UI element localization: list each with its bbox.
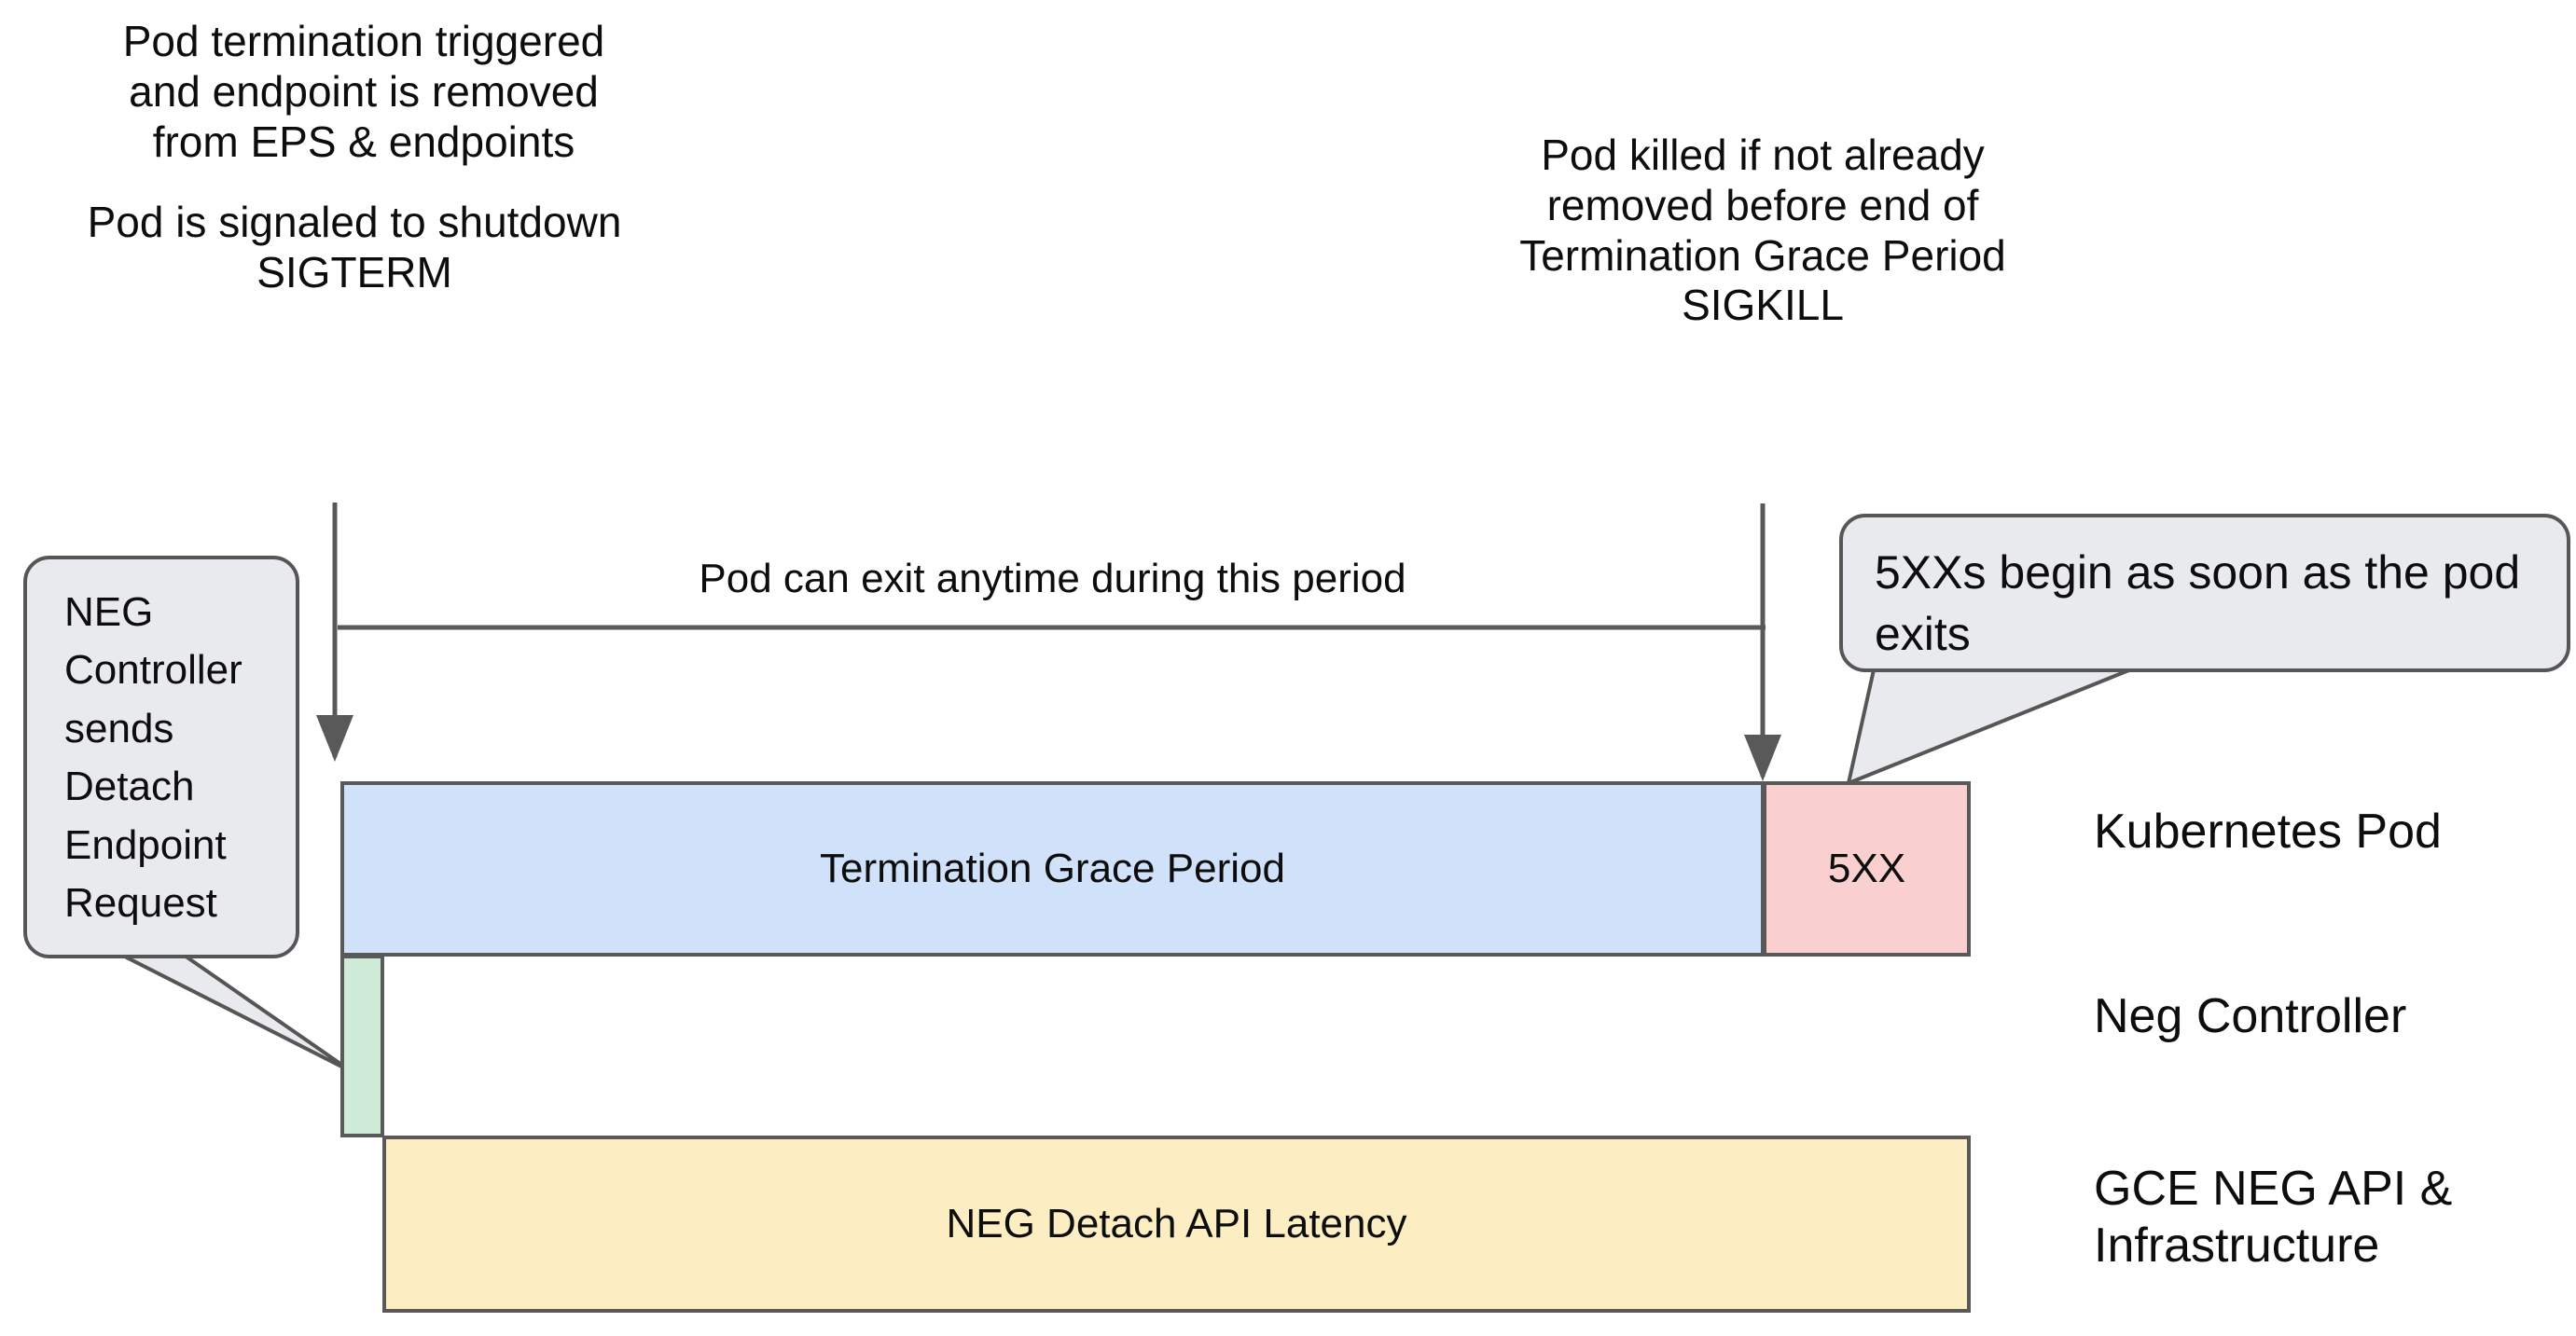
callout-neg-controller-sends-detach: NEG Controller sends Detach Endpoint Req… bbox=[23, 556, 299, 958]
annotation-pod-killed-sigkill: Pod killed if not already removed before… bbox=[1519, 131, 2006, 330]
bar-five-xx: 5XX bbox=[1763, 781, 1971, 957]
bar-neg-detach-api-latency: NEG Detach API Latency bbox=[382, 1136, 1971, 1313]
row-label-kubernetes-pod: Kubernetes Pod bbox=[2094, 805, 2442, 859]
callout-five-xx-begin: 5XXs begin as soon as the pod exits bbox=[1839, 514, 2570, 672]
annotation-pod-termination-triggered: Pod termination triggered and endpoint i… bbox=[122, 17, 605, 166]
callout-tail-five-xx bbox=[1847, 664, 2138, 785]
period-label-pod-can-exit: Pod can exit anytime during this period bbox=[699, 556, 1406, 601]
bar-label-neg-detach-api-latency: NEG Detach API Latency bbox=[946, 1201, 1407, 1246]
callout-tail-neg-controller bbox=[112, 949, 354, 1074]
bar-label-termination-grace-period: Termination Grace Period bbox=[820, 846, 1285, 891]
bar-label-five-xx: 5XX bbox=[1827, 846, 1906, 891]
bar-neg-controller-detach bbox=[340, 955, 384, 1137]
bar-termination-grace-period: Termination Grace Period bbox=[340, 781, 1765, 957]
row-label-gce-neg-api-infrastructure: GCE NEG API & Infrastructure bbox=[2094, 1162, 2453, 1274]
annotation-pod-signaled-sigterm: Pod is signaled to shutdown SIGTERM bbox=[87, 198, 622, 296]
row-label-neg-controller: Neg Controller bbox=[2094, 989, 2407, 1043]
